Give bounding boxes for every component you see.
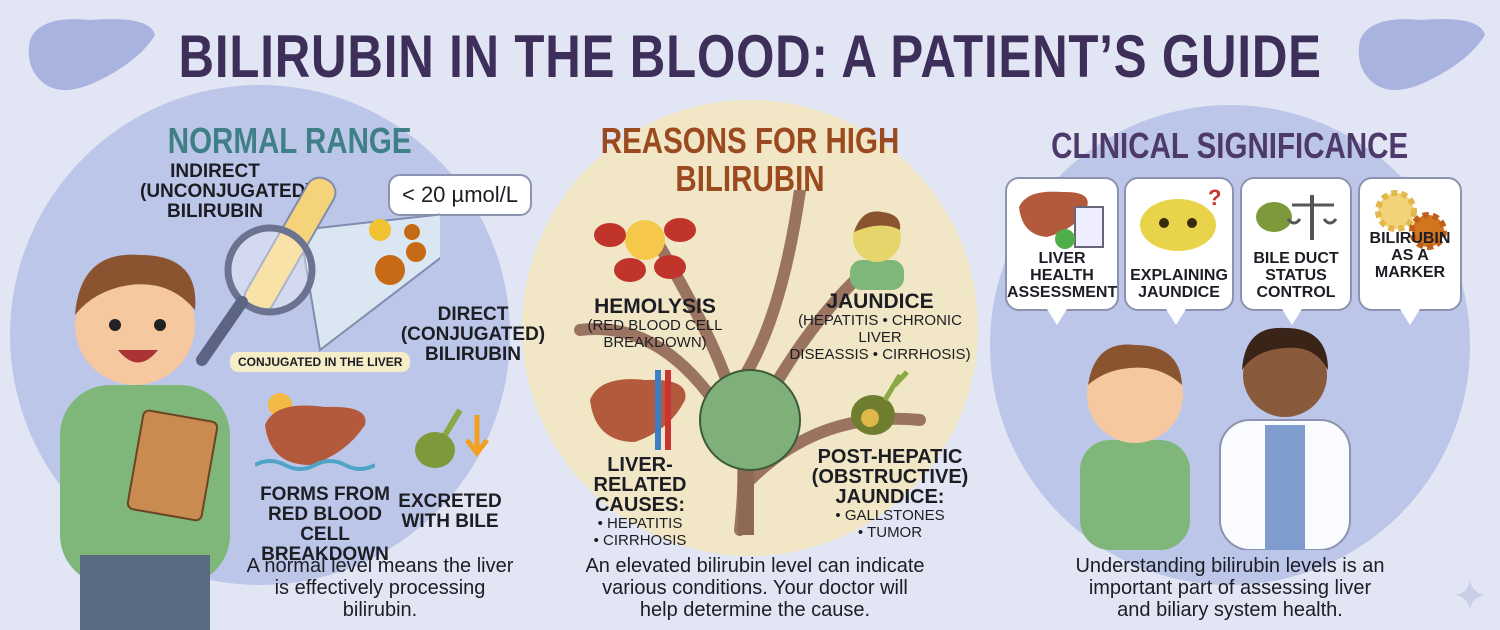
post-hepatic-jaundice-label: POST-HEPATIC(OBSTRUCTIVE) JAUNDICE: • GA…: [811, 446, 969, 541]
liver-decoration-icon: [1358, 19, 1485, 90]
liver-decoration-icon: [28, 19, 155, 90]
direct-bilirubin-label: DIRECT(CONJUGATED)BILIRUBIN: [400, 304, 546, 365]
sad-liver-icon: [590, 370, 686, 450]
yellow-face-icon: ?: [1140, 187, 1221, 251]
tree-illustration: [574, 190, 926, 536]
sparkle-icon: [1455, 580, 1485, 610]
patient-and-doctor-illustration: [1080, 327, 1351, 550]
gallstones-icon: [851, 370, 909, 435]
hemolysis-label: HEMOLYSIS (RED BLOOD CELL BREAKDOWN): [587, 295, 723, 351]
conjugated-in-liver-badge: CONJUGATED IN THE LIVER: [230, 352, 411, 372]
jaundiced-boy-icon: [850, 211, 904, 290]
gear-molecule-icon: [1375, 190, 1447, 250]
indirect-bilirubin-label: INDIRECT(UNCONJUGATED)BILIRUBIN: [140, 161, 312, 222]
reasons-description: An elevated bilirubin level can indicate…: [585, 555, 925, 621]
normal-range-value: < 20 µmol/L: [388, 174, 532, 216]
gallbladder-scale-icon: [1256, 195, 1338, 240]
clinical-significance-heading: CLINICAL SIGNIFICANCE: [1051, 125, 1409, 166]
test-tube-magnifier-icon: [196, 176, 440, 366]
red-blood-cells-icon: [594, 218, 696, 282]
svg-text:?: ?: [1208, 187, 1221, 210]
normal-range-heading: NORMAL RANGE: [168, 120, 412, 161]
gallbladder-arrow-icon: [415, 408, 489, 468]
liver-clipboard-icon: [1019, 191, 1104, 249]
patient-boy-illustration: [60, 254, 230, 630]
happy-liver-icon: [255, 393, 375, 471]
page-title: BILIRUBIN IN THE BLOOD: A PATIENT’S GUID…: [178, 23, 1322, 90]
